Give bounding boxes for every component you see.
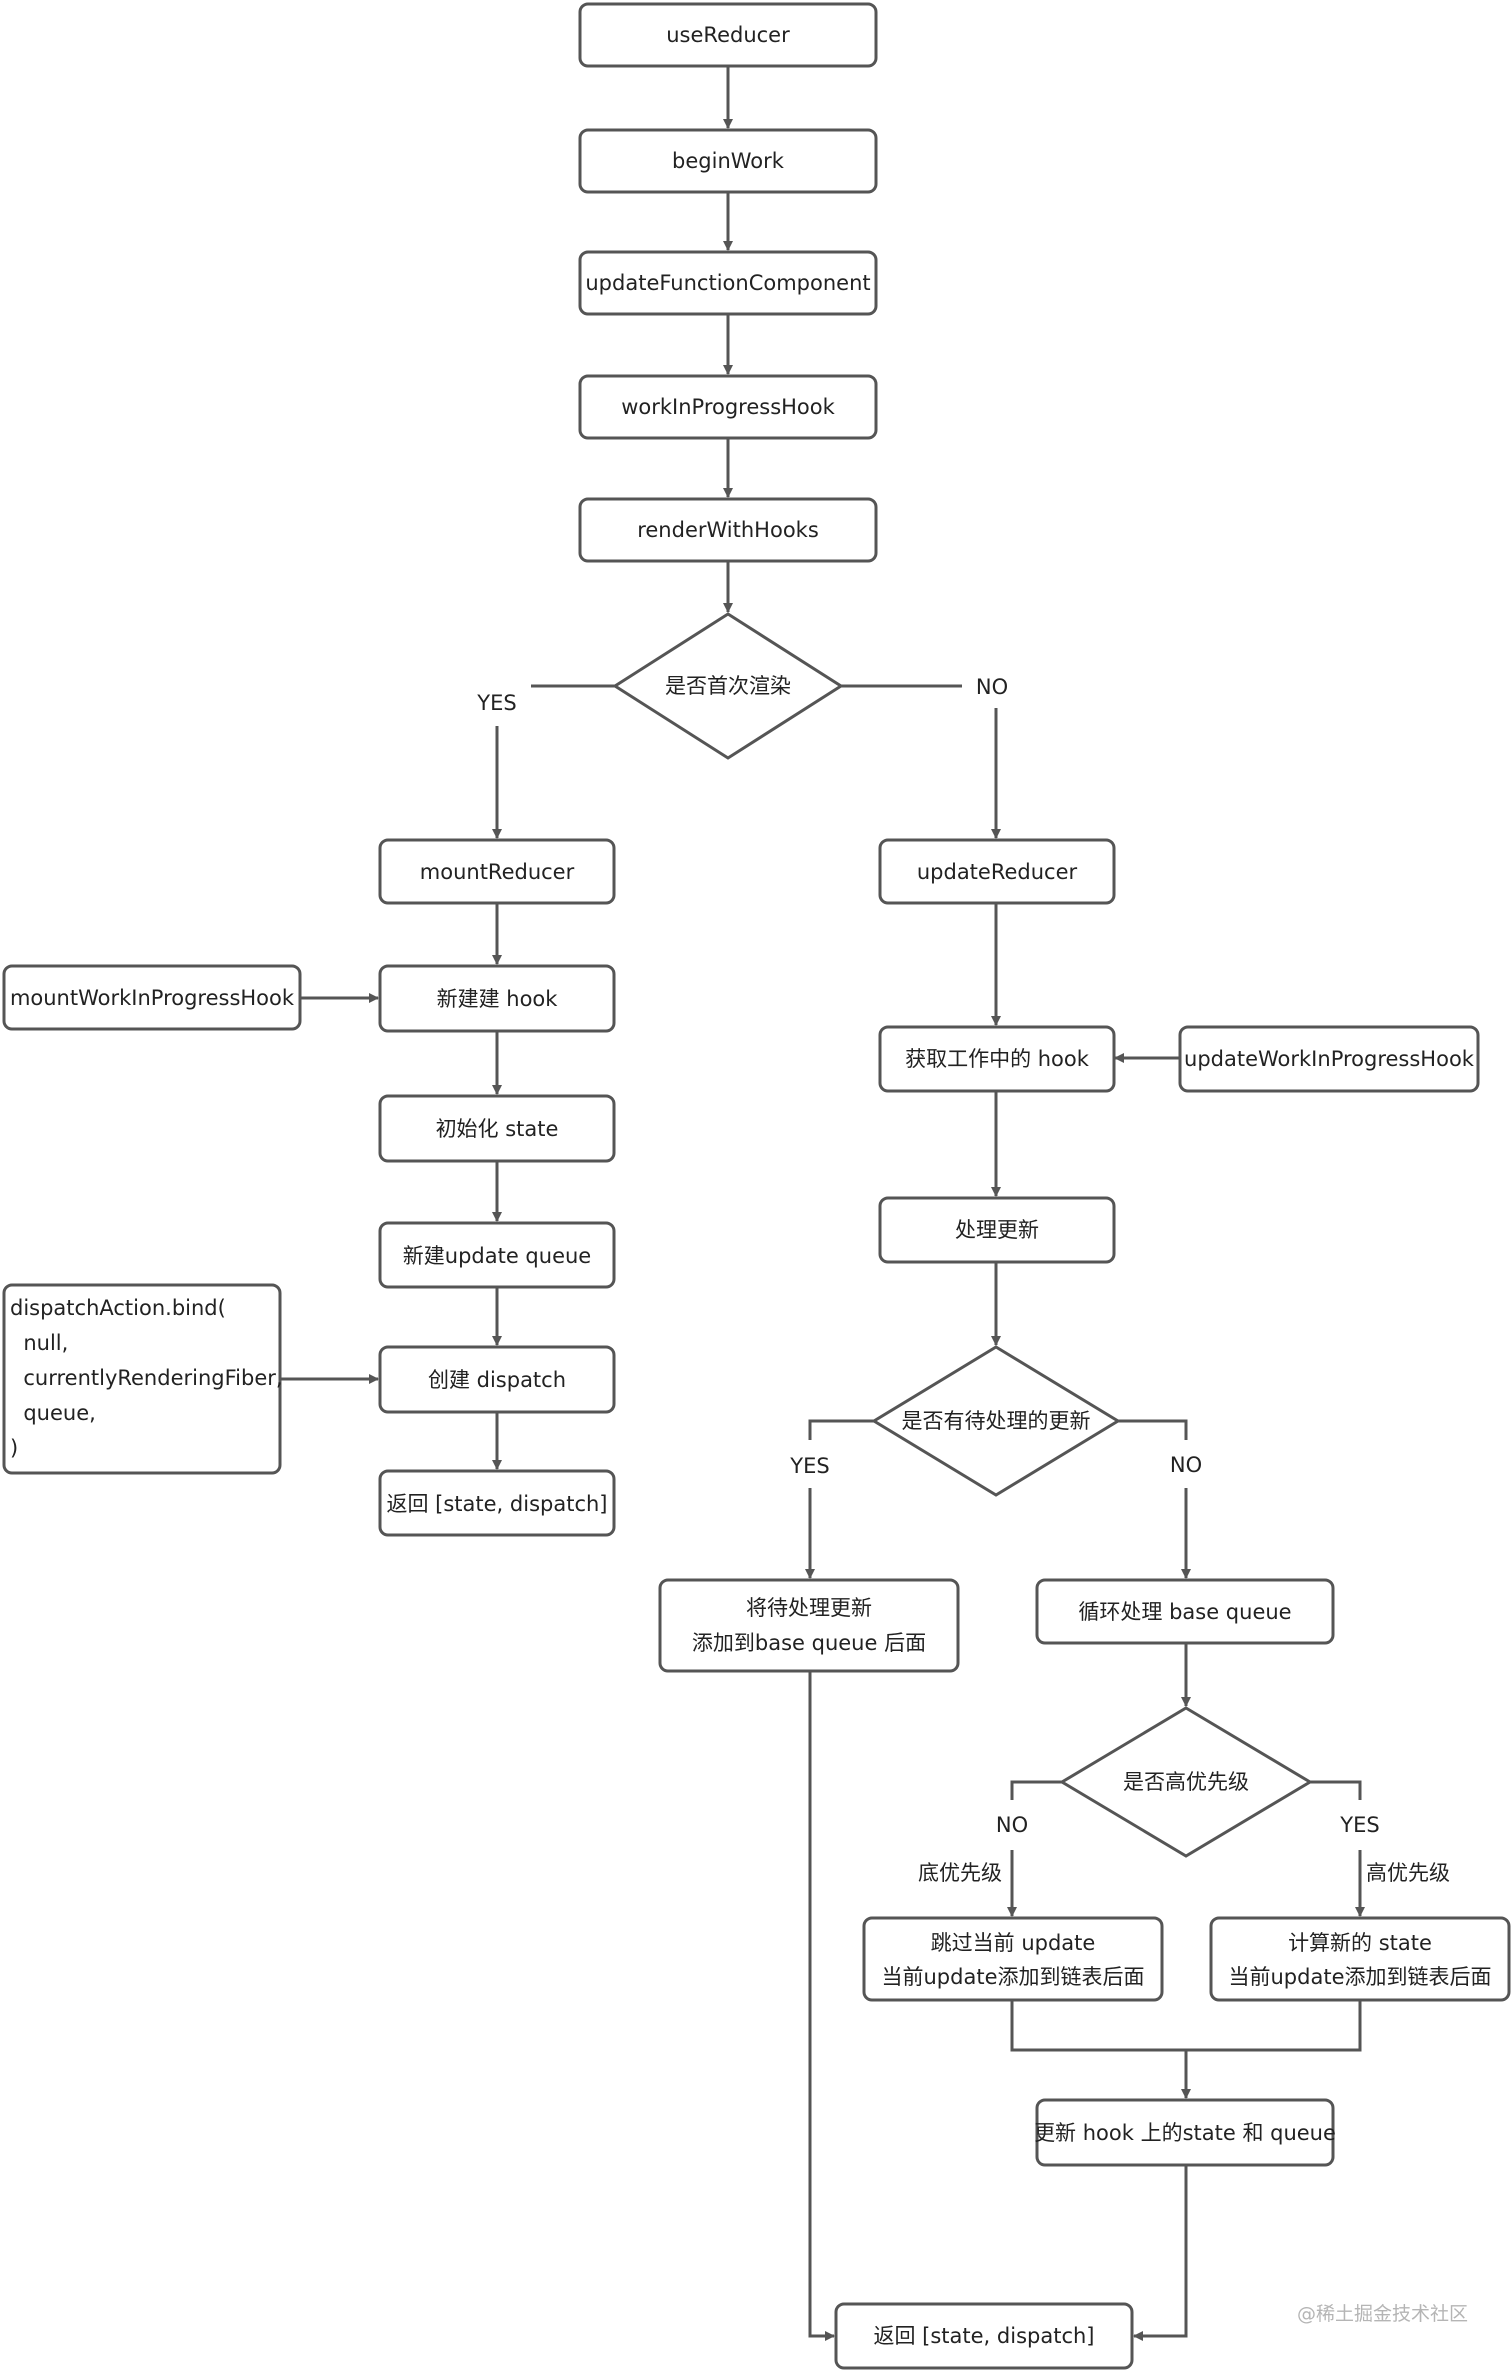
node-return-left: 返回 [state, dispatch]	[378, 1469, 616, 1537]
node-label: 获取工作中的 hook	[905, 1047, 1090, 1071]
node-label: 当前update添加到链表后面	[1229, 1965, 1492, 1989]
node-label: 当前update添加到链表后面	[882, 1965, 1145, 1989]
node-update-wip-hook: updateWorkInProgressHook	[1178, 1025, 1480, 1093]
edge-haspending-no	[1118, 1419, 1188, 1440]
node-label: mountWorkInProgressHook	[10, 986, 295, 1010]
node-label: updateReducer	[917, 860, 1078, 884]
edge-label-low-priority: 底优先级	[918, 1861, 1002, 1885]
node-get-wip-hook: 获取工作中的 hook	[878, 1025, 1116, 1093]
node-update-function-component: updateFunctionComponent	[578, 250, 878, 316]
edge-highpriority-no	[1010, 1780, 1062, 1800]
edge-label-first-no: NO	[976, 675, 1008, 699]
edge-updatehookstate-returnright	[1133, 2165, 1188, 2341]
edge-haspending-yes	[808, 1419, 874, 1440]
node-work-in-progress-hook: workInProgressHook	[578, 374, 878, 440]
node-label: renderWithHooks	[637, 518, 819, 542]
node-label: 循环处理 base queue	[1078, 1600, 1291, 1624]
node-begin-work: beginWork	[578, 128, 878, 194]
edge-label-first-yes: YES	[476, 691, 516, 715]
node-use-reducer: useReducer	[578, 2, 878, 68]
node-label: 返回 [state, dispatch]	[873, 2324, 1094, 2348]
code-line: )	[10, 1436, 18, 1460]
node-loop-base-queue: 循环处理 base queue	[1035, 1578, 1335, 1645]
edge-skipupdate-merge	[1010, 2000, 1362, 2052]
node-label: 初始化 state	[436, 1117, 559, 1141]
code-line: queue,	[10, 1401, 96, 1425]
node-label: mountReducer	[420, 860, 575, 884]
node-label: beginWork	[672, 149, 785, 173]
node-label: 更新 hook 上的state 和 queue	[1034, 2121, 1336, 2145]
edge-highpriority-yes	[1310, 1780, 1362, 1800]
node-label: 计算新的 state	[1288, 1931, 1432, 1955]
edge-appendpending-returnright	[808, 1671, 835, 2341]
edge-label-priority-yes: YES	[1339, 1813, 1379, 1837]
decision-is-first-render: 是否首次渲染	[612, 612, 844, 760]
node-dispatch-action-bind: dispatchAction.bind( null, currentlyRend…	[2, 1283, 283, 1475]
decision-is-high-priority: 是否高优先级	[1059, 1706, 1313, 1858]
edges	[280, 66, 1365, 2341]
decision-label: 是否有待处理的更新	[902, 1409, 1091, 1433]
node-label: 跳过当前 update	[931, 1931, 1096, 1955]
node-render-with-hooks: renderWithHooks	[578, 497, 878, 563]
node-update-hook-state: 更新 hook 上的state 和 queue	[1034, 2098, 1336, 2167]
node-label: useReducer	[666, 23, 790, 47]
node-new-update-queue: 新建update queue	[378, 1221, 616, 1289]
node-return-right: 返回 [state, dispatch]	[834, 2302, 1134, 2370]
node-label: workInProgressHook	[621, 395, 835, 419]
edge-label-pending-yes: YES	[789, 1454, 829, 1478]
node-process-update: 处理更新	[878, 1196, 1116, 1264]
edge-label-high-priority: 高优先级	[1366, 1861, 1450, 1885]
node-label: 新建建 hook	[437, 987, 559, 1011]
node-label: updateFunctionComponent	[585, 271, 870, 295]
decision-label: 是否首次渲染	[665, 674, 791, 698]
decision-has-pending: 是否有待处理的更新	[871, 1345, 1121, 1497]
node-update-reducer: updateReducer	[878, 838, 1116, 905]
edge-label-priority-no: NO	[996, 1813, 1028, 1837]
node-label: 返回 [state, dispatch]	[386, 1492, 607, 1516]
node-label: 将待处理更新	[746, 1596, 872, 1620]
node-label: updateWorkInProgressHook	[1184, 1047, 1475, 1071]
code-line: currentlyRenderingFiber,	[10, 1366, 283, 1390]
node-mount-wip-hook: mountWorkInProgressHook	[2, 964, 302, 1031]
node-label: 添加到base queue 后面	[692, 1631, 926, 1655]
decision-label: 是否高优先级	[1123, 1770, 1249, 1794]
node-label: 处理更新	[955, 1218, 1039, 1242]
node-skip-update: 跳过当前 update 当前update添加到链表后面	[862, 1916, 1164, 2002]
code-line: dispatchAction.bind(	[10, 1296, 226, 1320]
node-init-state: 初始化 state	[378, 1094, 616, 1163]
node-append-pending: 将待处理更新 添加到base queue 后面	[658, 1578, 960, 1673]
node-mount-reducer: mountReducer	[378, 838, 616, 905]
node-create-dispatch: 创建 dispatch	[378, 1345, 616, 1414]
code-line: null,	[10, 1331, 68, 1355]
node-label: 创建 dispatch	[428, 1368, 566, 1392]
watermark: @稀土掘金技术社区	[1297, 2303, 1468, 2325]
edge-label-pending-no: NO	[1170, 1453, 1202, 1477]
node-new-hook: 新建建 hook	[378, 964, 616, 1033]
node-compute-state: 计算新的 state 当前update添加到链表后面	[1209, 1916, 1511, 2002]
node-label: 新建update queue	[403, 1244, 591, 1268]
